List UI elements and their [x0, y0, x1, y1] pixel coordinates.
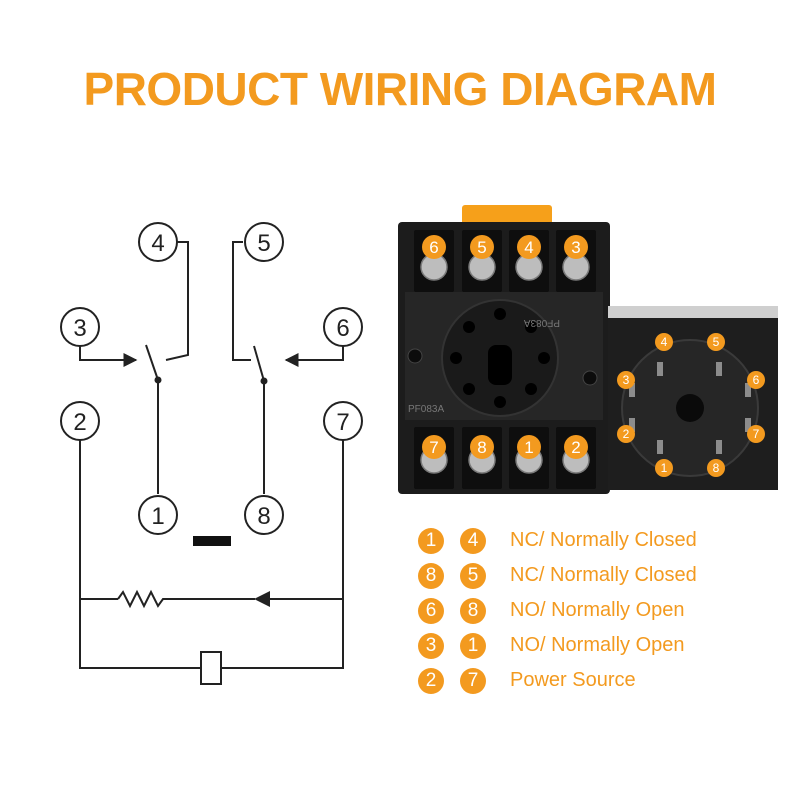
model-mark: PF083A [408, 404, 444, 415]
terminal-label-6: 6 [336, 315, 349, 342]
legend-text: NO/ Normally Open [510, 634, 685, 656]
legend-badge-b: 4 [460, 527, 486, 554]
wire-4 [165, 241, 189, 361]
pin-label: 8 [713, 461, 720, 475]
legend-badge-b: 8 [460, 597, 486, 624]
socket-bottom-label: 2 [571, 438, 580, 457]
socket-side-top [608, 306, 778, 318]
pin-label: 1 [661, 461, 668, 475]
legend-badge-a: 2 [418, 667, 444, 694]
legend-row: 6 8 NO/ Normally Open [418, 593, 778, 628]
wire-2 [79, 440, 200, 669]
legend-badge-b: 7 [460, 667, 486, 694]
wire-3 [79, 345, 138, 367]
wire-6 [284, 346, 344, 367]
terminal-circle-6 [323, 307, 363, 347]
legend-text: NC/ Normally Closed [510, 564, 697, 586]
terminal-circle-8 [244, 495, 284, 535]
page-title: PRODUCT WIRING DIAGRAM [83, 63, 717, 115]
legend-row: 2 7 Power Source [418, 663, 778, 698]
pin-label: 2 [623, 427, 630, 441]
model-mark-rotated: PF083A [524, 317, 560, 328]
legend-badge-b: 1 [460, 632, 486, 659]
terminal-label-3: 3 [73, 315, 86, 342]
side-key [676, 394, 704, 422]
legend-text: NO/ Normally Open [510, 599, 685, 621]
wire-5 [232, 241, 251, 361]
terminal-legend: 1 4 NC/ Normally Closed 8 5 NC/ Normally… [418, 523, 778, 698]
terminal-label-7: 7 [336, 409, 349, 436]
terminal-label-5: 5 [257, 230, 270, 257]
pin-label: 4 [661, 335, 668, 349]
socket-top-label: 5 [477, 238, 486, 257]
legend-badge-a: 6 [418, 597, 444, 624]
pin-label: 3 [623, 373, 630, 387]
socket-top-label: 4 [524, 238, 533, 257]
terminal-circle-4 [138, 222, 178, 262]
legend-row: 8 5 NC/ Normally Closed [418, 558, 778, 593]
legend-row: 3 1 NO/ Normally Open [418, 628, 778, 663]
switch-right-pivot [260, 377, 268, 385]
pin-label: 5 [713, 335, 720, 349]
pin-label: 7 [753, 427, 760, 441]
socket-bottom-label: 8 [477, 438, 486, 457]
terminal-circle-2 [60, 401, 100, 441]
diode-arrow [254, 591, 270, 607]
coil-symbol [200, 651, 222, 685]
wire-7 [221, 440, 344, 669]
terminal-label-4: 4 [151, 230, 164, 257]
switch-left-blade [145, 344, 159, 381]
socket-top-label: 6 [429, 238, 438, 257]
socket-bottom-label: 1 [524, 438, 533, 457]
switch-left-pivot [154, 376, 162, 384]
terminal-label-2: 2 [73, 409, 86, 436]
socket-top-badges [422, 235, 588, 459]
legend-text: Power Source [510, 669, 636, 691]
pin-label: 6 [753, 373, 760, 387]
resistor-symbol [117, 589, 255, 609]
terminal-circle-7 [323, 401, 363, 441]
minus-bar [193, 536, 231, 546]
legend-row: 1 4 NC/ Normally Closed [418, 523, 778, 558]
legend-badge-b: 5 [460, 562, 486, 589]
socket-top-label: 3 [571, 238, 580, 257]
legend-badge-a: 8 [418, 562, 444, 589]
terminal-circle-3 [60, 307, 100, 347]
terminal-circle-5 [244, 222, 284, 262]
legend-badge-a: 3 [418, 632, 444, 659]
socket-bottom-label: 7 [429, 438, 438, 457]
legend-badge-a: 1 [418, 527, 444, 554]
terminal-label-8: 8 [257, 503, 270, 530]
legend-text: NC/ Normally Closed [510, 529, 697, 551]
orange-release-tab [462, 205, 552, 227]
terminal-label-1: 1 [151, 503, 164, 530]
switch-right-blade [253, 345, 265, 382]
terminal-circle-1 [138, 495, 178, 535]
